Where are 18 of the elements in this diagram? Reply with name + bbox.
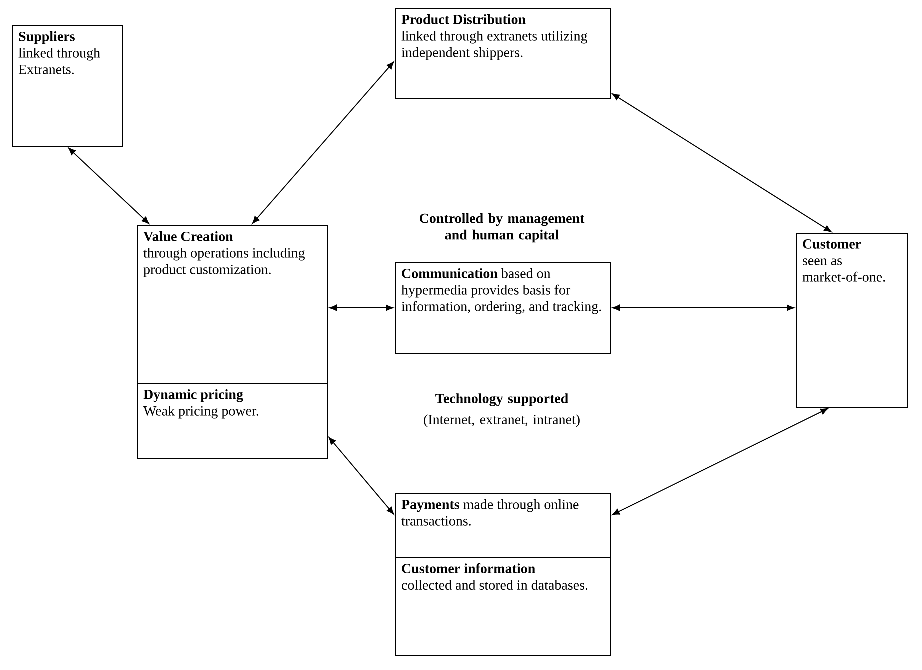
arrow [612,304,794,312]
process-box: Customer seen as market-of-one. [796,233,908,408]
arrow [330,304,394,312]
arrow [252,62,394,224]
process-box: Dynamic pricing Weak pricing power. [137,383,328,459]
arrow [612,408,828,516]
process-box: Communication based on hypermedia provides basis for information, ordering, and tracking. [395,262,611,354]
arrow [68,148,150,224]
process-box: Payments made through online transactions. [395,493,611,558]
arrow [328,437,394,515]
note-text: Controlled by management and human capital [420,213,585,243]
process-box: Suppliers linked through Extranets. [12,25,123,147]
process-box: Customer information collected and stored in databases. [395,557,611,656]
arrow [612,94,832,232]
process-box: Product Distribution linked through extranets utilizing independent shippers. [395,8,611,99]
process-box: Value Creation through operations including product customization. [137,225,328,384]
note-text: (Internet, extranet, intranet) [424,414,580,428]
note-text: Technology supported [436,394,568,406]
